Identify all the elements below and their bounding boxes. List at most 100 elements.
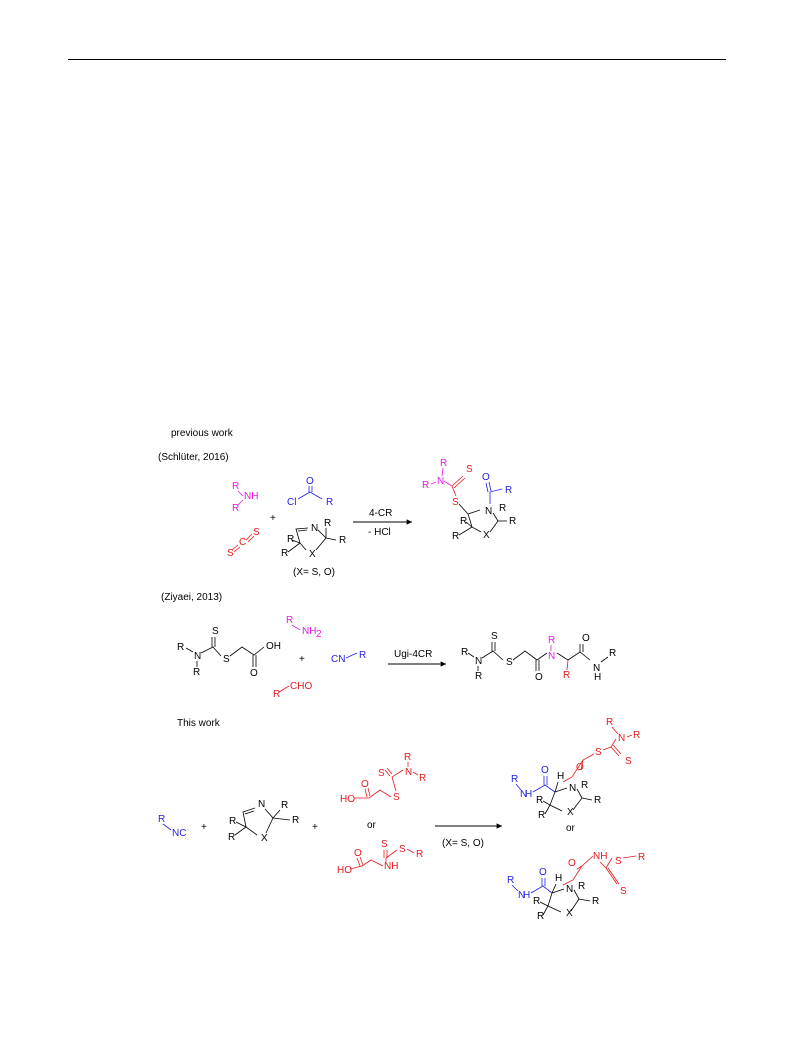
svg-text:HO: HO <box>337 865 352 876</box>
heading-this-work: This work <box>177 718 221 729</box>
svg-text:R: R <box>511 774 518 785</box>
svg-text:X: X <box>261 833 268 844</box>
svg-text:R: R <box>537 911 544 922</box>
svg-text:H: H <box>523 890 530 901</box>
svg-text:NH: NH <box>302 626 316 637</box>
svg-text:OH: OH <box>266 641 281 652</box>
svg-text:R: R <box>326 497 333 508</box>
svg-text:R: R <box>339 535 346 546</box>
svg-text:O: O <box>482 472 490 483</box>
svg-text:S: S <box>378 768 385 779</box>
x-definition-note: (X= S, O) <box>293 567 335 578</box>
svg-text:R: R <box>273 689 280 700</box>
svg-text:S: S <box>253 527 260 538</box>
svg-text:O: O <box>539 867 547 878</box>
svg-text:R: R <box>281 548 288 559</box>
heading-previous-work: previous work <box>171 428 234 439</box>
svg-text:N: N <box>311 523 318 534</box>
svg-text:CHO: CHO <box>290 681 312 692</box>
svg-text:X: X <box>566 908 573 919</box>
svg-text:S: S <box>620 886 627 897</box>
aldehyde-structure: R CHO <box>273 681 312 700</box>
svg-text:S: S <box>595 747 602 758</box>
svg-text:R: R <box>359 650 366 661</box>
svg-text:S: S <box>625 756 632 767</box>
svg-text:CN: CN <box>331 654 345 665</box>
secondary-amine-structure: R NH R <box>232 481 258 514</box>
svg-text:R: R <box>592 896 599 907</box>
svg-text:R: R <box>229 816 236 827</box>
svg-text:O: O <box>535 672 543 683</box>
heading-schluter: (Schlüter, 2016) <box>158 452 229 463</box>
svg-text:S: S <box>506 657 513 668</box>
svg-text:X: X <box>567 807 574 818</box>
svg-text:S: S <box>381 839 388 850</box>
arrow-label-top: Ugi-4CR <box>394 649 432 660</box>
svg-text:N: N <box>405 767 412 778</box>
plus-sign: + <box>299 654 305 665</box>
svg-text:R: R <box>324 518 331 529</box>
arrow-label-bottom: - HCl <box>368 527 391 538</box>
carbamoyl-acid-structure: S S R O NH HO <box>337 839 423 876</box>
svg-text:R: R <box>158 814 165 825</box>
acyl-chloride-structure: O Cl R <box>287 476 333 508</box>
svg-text:R: R <box>499 503 506 514</box>
primary-amine-structure: R NH 2 <box>286 615 322 640</box>
svg-text:HO: HO <box>340 794 355 805</box>
svg-text:R: R <box>509 516 516 527</box>
product-3b-structure: S R NH S O R N H O <box>507 851 645 922</box>
svg-text:R: R <box>563 670 570 681</box>
svg-text:X: X <box>483 530 490 541</box>
reaction-2: S R N R S OH O R NH 2 + R CHO <box>177 615 616 700</box>
svg-text:R: R <box>460 516 467 527</box>
svg-text:R: R <box>292 815 299 826</box>
carbon-disulfide-structure: S C S <box>227 527 260 559</box>
svg-text:R: R <box>232 481 239 492</box>
svg-text:R: R <box>422 480 429 491</box>
svg-text:R: R <box>536 795 543 806</box>
svg-text:R: R <box>578 881 585 892</box>
svg-text:O: O <box>250 668 258 679</box>
svg-text:N: N <box>518 890 525 901</box>
thiazoline-structure: N R R R R X <box>281 518 346 560</box>
svg-text:H: H <box>557 771 564 782</box>
svg-text:R: R <box>404 752 411 763</box>
svg-text:R: R <box>281 800 288 811</box>
svg-text:H: H <box>555 873 562 884</box>
svg-text:R: R <box>228 832 235 843</box>
svg-text:N: N <box>437 476 444 487</box>
svg-text:R: R <box>461 647 468 658</box>
thiazoline-structure: N R R R R X <box>228 799 299 844</box>
plus-sign: + <box>201 822 207 833</box>
svg-text:R: R <box>507 875 514 886</box>
or-label: or <box>566 823 576 834</box>
svg-text:N: N <box>618 733 625 744</box>
svg-text:O: O <box>354 848 362 859</box>
svg-text:2: 2 <box>316 629 322 640</box>
svg-text:R: R <box>286 615 293 626</box>
svg-text:N: N <box>548 651 555 662</box>
svg-text:O: O <box>568 858 576 869</box>
svg-text:H: H <box>525 789 532 800</box>
svg-text:S: S <box>399 844 406 855</box>
svg-text:R: R <box>232 503 239 514</box>
svg-text:S: S <box>223 654 230 665</box>
svg-text:NH: NH <box>593 851 607 862</box>
svg-text:R: R <box>581 780 588 791</box>
svg-text:N: N <box>475 656 482 667</box>
heading-ziyaei: (Ziyaei, 2013) <box>161 592 222 603</box>
svg-text:H: H <box>594 672 601 683</box>
svg-text:S: S <box>452 497 459 508</box>
svg-text:R: R <box>419 773 426 784</box>
svg-text:R: R <box>193 667 200 678</box>
reaction-3: R NC + N R R R R X + R S N R S <box>158 717 645 922</box>
arrow-label-top: 4-CR <box>369 508 392 519</box>
svg-text:O: O <box>576 762 584 773</box>
svg-text:S: S <box>212 626 219 637</box>
svg-text:NH: NH <box>384 861 398 872</box>
arrow-label-bottom: (X= S, O) <box>442 838 484 849</box>
svg-text:R: R <box>533 896 540 907</box>
svg-text:N: N <box>485 506 492 517</box>
svg-text:N: N <box>593 663 600 674</box>
